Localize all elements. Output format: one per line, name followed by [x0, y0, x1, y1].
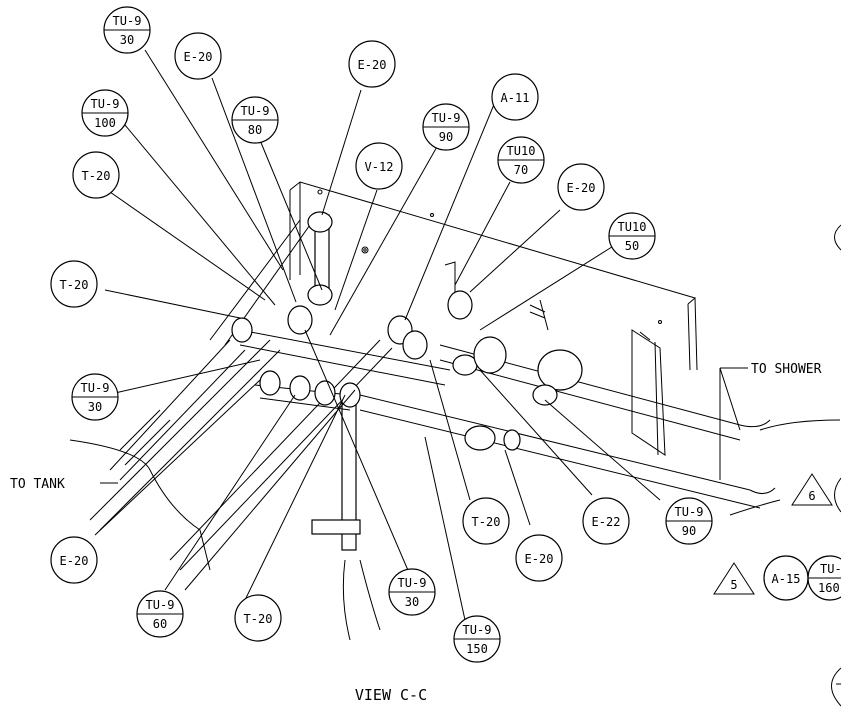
to-shower-note: TO SHOWER: [751, 362, 822, 377]
callout-label: V-12: [365, 160, 394, 174]
flag-label: 6: [808, 489, 815, 503]
callout-c11: E-20: [557, 163, 605, 211]
callout-label: TU-9: [241, 104, 270, 118]
callout-value: 70: [514, 163, 528, 177]
callout-value: 30: [120, 33, 134, 47]
callout-label: E-20: [358, 58, 387, 72]
callout-c23: TU-9 90: [665, 497, 713, 545]
callout-value: 90: [682, 524, 696, 538]
callout-c14: TU-9 30: [71, 373, 119, 421]
callout-value: 30: [405, 595, 419, 609]
callout-c4: TU-9 100: [81, 89, 129, 137]
callout-label: A-15: [772, 572, 801, 586]
callout-c20: T-20: [462, 497, 510, 545]
flag-6: 6: [791, 473, 833, 506]
callout-c15: E-20: [50, 536, 98, 584]
partial-bubbles: [831, 224, 841, 707]
callout-label: TU10: [618, 220, 647, 234]
callout-label: TU-9: [398, 576, 427, 590]
fittings: [231, 211, 583, 451]
callout-value: 150: [466, 642, 488, 656]
view-title: VIEW C-C: [355, 686, 427, 704]
callout-c22: E-22: [582, 497, 630, 545]
callout-c8: V-12: [355, 142, 403, 190]
callout-c2: E-20: [174, 32, 222, 80]
callout-label: TU-9: [463, 623, 492, 637]
callout-value: 80: [248, 123, 262, 137]
callout-c25: TU- 160: [807, 555, 841, 601]
callout-c1: TU-9 30: [103, 6, 151, 54]
callout-label: TU-9: [675, 505, 704, 519]
callout-value: 100: [94, 116, 116, 130]
callout-c10: T-20: [72, 151, 120, 199]
callout-label: TU10: [507, 144, 536, 158]
callout-c7: TU-9 90: [422, 103, 470, 151]
vertical-pipes: [209, 214, 381, 641]
callout-c16: TU-9 60: [136, 590, 184, 638]
callout-label: E-20: [184, 50, 213, 64]
callout-label: E-22: [592, 515, 621, 529]
callout-c3: E-20: [348, 40, 396, 88]
callout-label: TU-9: [91, 97, 120, 111]
outline-curves: [69, 419, 841, 571]
callout-c9: TU10 70: [497, 136, 545, 184]
callout-label: E-20: [567, 181, 596, 195]
callout-label: TU-9: [146, 598, 175, 612]
callout-c13: T-20: [50, 260, 98, 308]
callout-label: TU-9: [432, 111, 461, 125]
callout-label: TU-9: [113, 14, 142, 28]
flag-label: 5: [730, 578, 737, 592]
callout-c24: A-15: [763, 555, 809, 601]
callout-label: A-11: [501, 91, 530, 105]
mounting-plate: [289, 181, 698, 456]
callout-label: T-20: [244, 612, 273, 626]
leader-lines: [94, 49, 748, 621]
callout-value: 90: [439, 130, 453, 144]
callout-c12: TU10 50: [608, 212, 656, 260]
callout-c21: E-20: [515, 534, 563, 582]
callout-c19: TU-9 150: [453, 615, 501, 663]
callout-c5: TU-9 80: [231, 96, 279, 144]
callout-c17: T-20: [234, 594, 282, 642]
callout-c18: TU-9 30: [388, 568, 436, 616]
flag-5: 5: [713, 562, 755, 595]
callout-label: TU-: [820, 562, 841, 576]
callout-value: 30: [88, 400, 102, 414]
callout-value: 50: [625, 239, 639, 253]
callout-label: E-20: [60, 554, 89, 568]
callout-label: E-20: [525, 552, 554, 566]
callout-c6: A-11: [491, 73, 539, 121]
callout-label: TU-9: [81, 381, 110, 395]
callout-label: T-20: [82, 169, 111, 183]
to-tank-note: TO TANK: [10, 477, 65, 492]
callout-label: T-20: [472, 515, 501, 529]
tank-pipes: [89, 339, 393, 571]
callout-value: 60: [153, 617, 167, 631]
callout-label: T-20: [60, 278, 89, 292]
callout-value: 160: [818, 581, 840, 595]
